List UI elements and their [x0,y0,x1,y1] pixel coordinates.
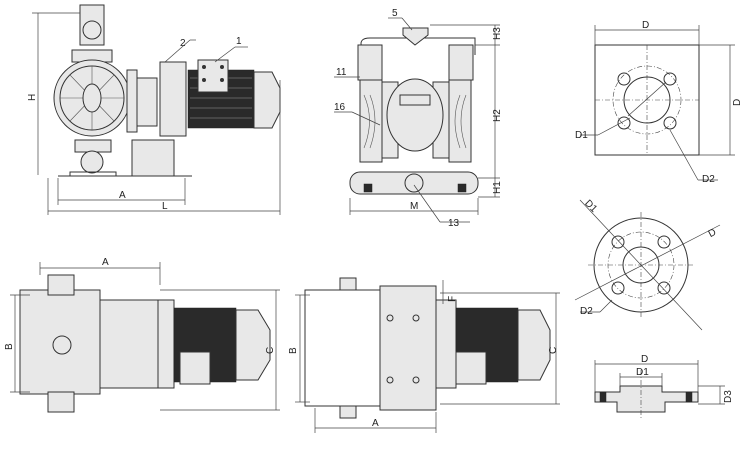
flange-sec-d: D [641,354,648,365]
flange-sec-d1: D1 [636,367,649,378]
rnd-flange-d: D [707,227,719,240]
dim-label-h3: H3 [492,27,503,40]
sq-flange-d1: D1 [575,130,588,141]
top-left-dim-c: C [265,347,276,354]
callout-2: 2 [180,38,186,49]
top-left-dim-a: A [102,257,109,268]
outlet-port [402,27,429,46]
top-left-dim-b: B [4,343,15,350]
dim-label-l: L [162,201,168,212]
gearbox [159,61,187,137]
motor-fan-cover [253,71,281,129]
center-housing [386,78,444,152]
top-right-dim-c: C [548,347,559,354]
dim-label-m: M [410,201,418,212]
callout-11: 11 [336,67,347,78]
side-view [334,17,500,223]
dim-label-h: H [27,94,38,101]
square-flange [580,25,735,181]
callout-1: 1 [236,36,242,47]
dim-label-a: A [119,190,126,201]
inlet-port [80,150,104,174]
rnd-flange-d2: D2 [580,306,593,317]
top-right-dim-f: F [447,296,458,302]
dim-label-h2: H2 [492,109,503,122]
round-flange [574,199,721,331]
callout-5: 5 [392,8,398,19]
top-right-dim-b: B [288,347,299,354]
callout-13: 13 [448,218,460,229]
flange-sec-d3: D3 [723,390,734,403]
top-view-right [295,277,560,433]
flange-section [594,360,725,420]
front-view [32,4,281,215]
top-right-dim-a: A [372,418,379,429]
rnd-flange-d1: D1 [582,198,599,215]
callout-16: 16 [334,102,346,113]
sq-flange-d-top: D [642,20,649,31]
dim-label-h1: H1 [492,181,503,194]
top-view-left [10,262,280,413]
sq-flange-d-side: D [732,99,743,106]
center-plate [379,285,437,411]
sq-flange-d2: D2 [702,174,715,185]
terminal-box [197,59,229,93]
